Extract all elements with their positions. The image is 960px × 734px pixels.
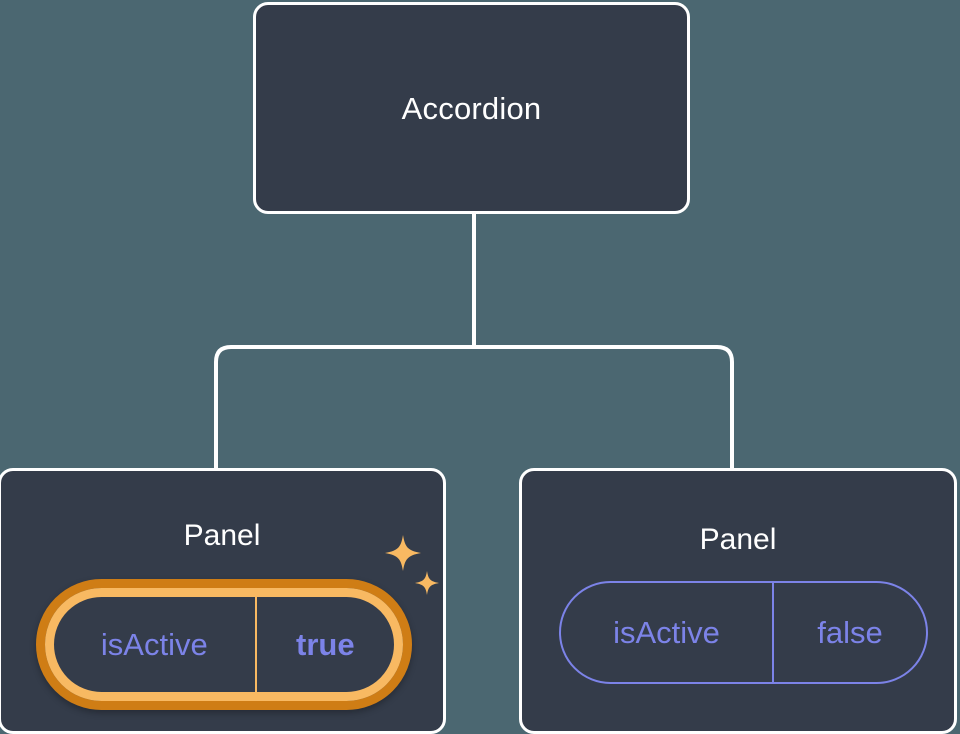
prop-pill-glow-ring — [36, 579, 412, 710]
node-panel-left[interactable]: Panel isActive true — [0, 468, 446, 734]
node-accordion[interactable]: Accordion — [253, 2, 690, 214]
node-panel-left-label: Panel — [183, 519, 261, 552]
prop-key-isactive-left: isActive — [54, 597, 257, 692]
node-panel-right-label: Panel — [699, 523, 777, 556]
prop-value-false: false — [817, 614, 883, 650]
edge-branch-bus — [214, 345, 734, 470]
prop-pill-plain[interactable]: isActive false — [559, 581, 928, 684]
node-panel-right[interactable]: Panel isActive false — [519, 468, 957, 734]
prop-pill-highlighted[interactable]: isActive true — [36, 579, 412, 710]
prop-key-isactive-right: isActive — [561, 583, 774, 682]
node-accordion-label: Accordion — [401, 90, 542, 126]
prop-value-true: true — [296, 626, 355, 662]
prop-pill-inner: isActive true — [45, 588, 403, 701]
